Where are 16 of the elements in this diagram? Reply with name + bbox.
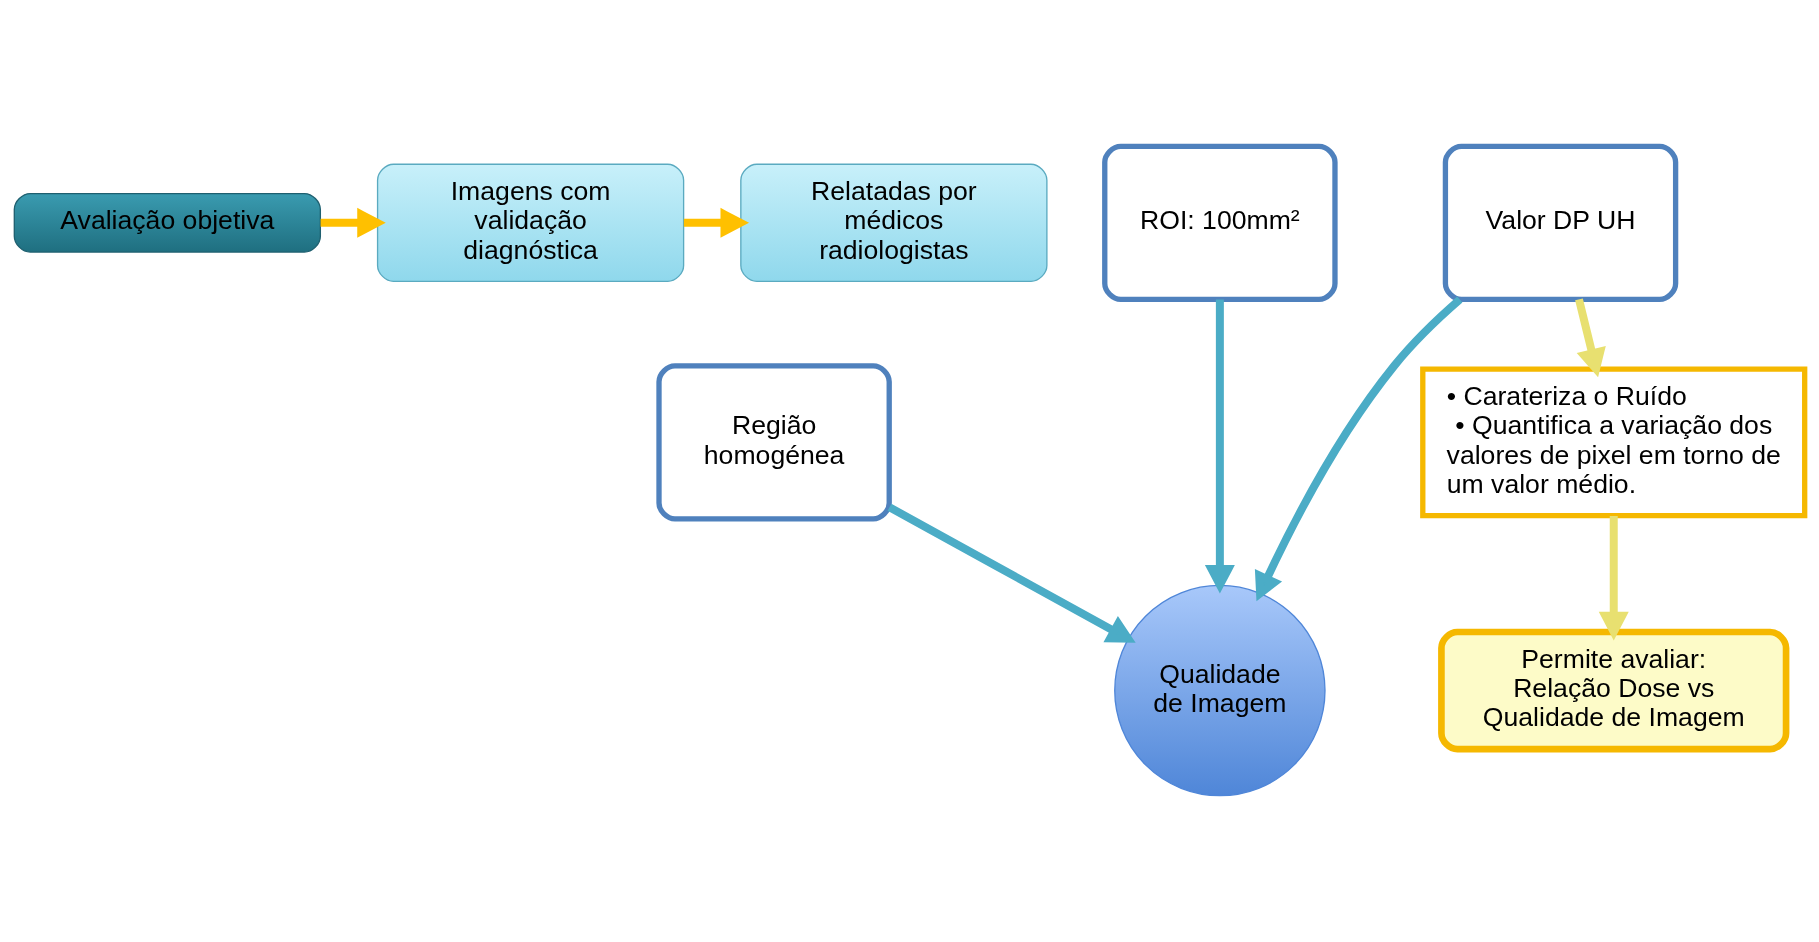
arrow xyxy=(320,207,386,238)
arrow xyxy=(1598,516,1629,641)
node-box: Avaliação objetiva xyxy=(13,192,322,253)
arrow xyxy=(683,207,750,238)
arrow xyxy=(1204,299,1235,594)
node-box: Imagens com validação diagnóstica xyxy=(376,163,685,283)
node-box: ROI: 100mm² xyxy=(1102,143,1338,302)
node-circle: Qualidade de Imagem xyxy=(1114,584,1326,797)
arrow xyxy=(1575,298,1606,378)
node-box: Valor DP UH xyxy=(1442,143,1679,302)
node-box: Região homogénea xyxy=(656,363,892,522)
node-box: Permite avaliar: Relação Dose vs Qualidade de Imagem xyxy=(1438,628,1790,753)
node-box: Relatadas por médicos radiologistas xyxy=(740,163,1048,283)
arrow xyxy=(1254,296,1463,602)
arrow xyxy=(887,503,1136,643)
node-box: • Carateriza o Ruído • Quantifica a variação dos valores de pixel em torno de um valor médio. xyxy=(1420,366,1808,519)
